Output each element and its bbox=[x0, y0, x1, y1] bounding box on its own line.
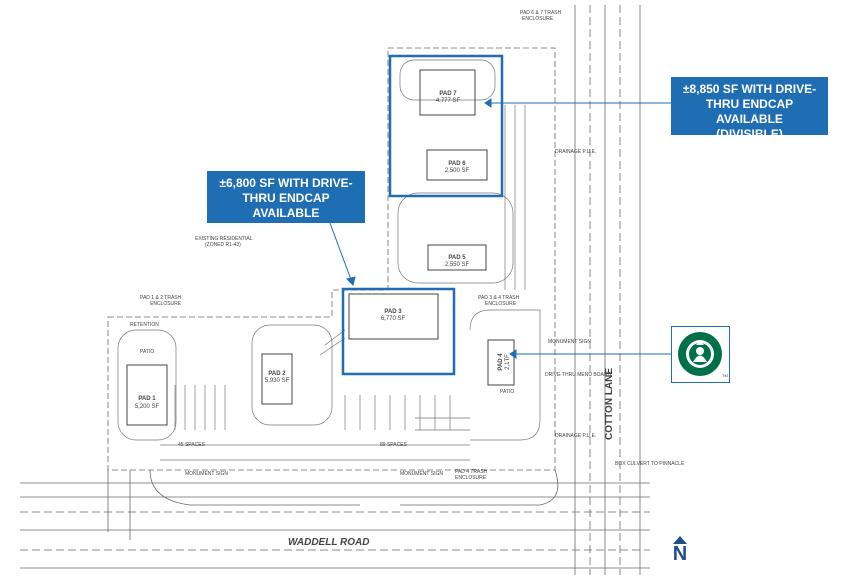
pad3-callout-line-2: THRU ENDCAP AVAILABLE bbox=[242, 191, 330, 220]
waddell-road-label: WADDELL ROAD bbox=[288, 537, 369, 548]
north-label: N bbox=[672, 543, 688, 565]
pad4-trash-enclosure: ENCLOSURE bbox=[455, 475, 487, 481]
pad6-sf: 2,500 SF bbox=[445, 168, 470, 174]
pad7-availability-callout: ±8,850 SF WITH DRIVE- THRU ENDCAP AVAILA… bbox=[671, 77, 828, 141]
retention-label: RETENTION bbox=[130, 322, 159, 328]
box-culvert-label: BOX CULVERT TO PINNACLE bbox=[615, 461, 685, 467]
pad-labels: PAD 1 5,200 SF PAD 2 5,930 SF PAD 3 6,77… bbox=[135, 91, 511, 410]
drainage-label-2: DRAINAGE P.U.E. bbox=[555, 433, 596, 439]
pad67-trash-label: PAD 6 & 7 TRASH bbox=[520, 10, 562, 16]
pad3-callout-line-1: ±6,800 SF WITH DRIVE- bbox=[219, 176, 353, 190]
pad3-name: PAD 3 bbox=[384, 309, 402, 315]
callout-leaders bbox=[329, 98, 671, 359]
parking-lines bbox=[117, 59, 541, 461]
pad7-callout-line-1: ±8,850 SF WITH DRIVE- bbox=[682, 82, 817, 96]
buildings bbox=[126, 69, 515, 426]
pad1-name: PAD 1 bbox=[138, 396, 156, 402]
pad5-name: PAD 5 bbox=[448, 255, 466, 261]
monument-sign-2: MONUMENT SIGN bbox=[400, 471, 443, 477]
patio-label-2: PATIO bbox=[500, 389, 514, 395]
highlight-boxes bbox=[341, 54, 504, 376]
drainage-label-1: DRAINAGE P.U.E. bbox=[555, 149, 596, 155]
pad3-sf: 6,770 SF bbox=[381, 316, 406, 322]
pad34-trash-enclosure: ENCLOSURE bbox=[485, 301, 517, 307]
pad7-highlight bbox=[388, 54, 504, 198]
pad3-highlight bbox=[341, 287, 456, 376]
pad34-trash-label: PAD 3 & 4 TRASH bbox=[478, 295, 520, 301]
starbucks-logo-icon: TM bbox=[678, 332, 728, 378]
existing-residential-label: EXISTING RESIDENTIAL bbox=[195, 236, 253, 242]
pad1-sf: 5,200 SF bbox=[135, 404, 160, 410]
zoning-label: (ZONED R1-43) bbox=[205, 242, 241, 248]
pad6-name: PAD 6 bbox=[448, 161, 466, 167]
pad2-name: PAD 2 bbox=[268, 371, 286, 377]
pad7-name: PAD 7 bbox=[439, 91, 457, 97]
pad3-callout-line-3: (DIVISIBLE) bbox=[252, 221, 320, 235]
site-linework bbox=[20, 5, 650, 575]
pad4-name: PAD 4 bbox=[498, 353, 504, 371]
spaces-45-label: 45 SPACES bbox=[178, 442, 206, 448]
pad4-trash-label: PAD 4 TRASH bbox=[455, 469, 488, 475]
monument-sign-3: MONUMENT SIGN bbox=[548, 339, 591, 345]
pad3-availability-callout: ±6,800 SF WITH DRIVE- THRU ENDCAP AVAILA… bbox=[207, 171, 365, 235]
pad7-callout-line-3: (DIVISIBLE) bbox=[716, 127, 783, 141]
pad7-sf: 4,777 SF bbox=[436, 98, 461, 104]
pad67-trash-enclosure: ENCLOSURE bbox=[522, 16, 554, 22]
north-arrow: N bbox=[668, 535, 692, 565]
pad4-sf: 2,1TF bbox=[505, 354, 511, 370]
pad2-sf: 5,930 SF bbox=[265, 378, 290, 384]
trademark-mark: TM bbox=[722, 373, 728, 378]
cotton-lane-label: COTTON LANE bbox=[604, 368, 615, 440]
spaces-89-label: 89 SPACES bbox=[380, 442, 408, 448]
monument-sign-1: MONUMENT SIGN bbox=[185, 471, 228, 477]
north-arrow-icon bbox=[673, 536, 687, 544]
annotations: EXISTING RESIDENTIAL (ZONED R1-43) RETEN… bbox=[130, 10, 685, 481]
pad5-sf: 2,550 SF bbox=[445, 262, 470, 268]
patio-label-1: PATIO bbox=[140, 349, 154, 355]
pad12-trash-enclosure: ENCLOSURE bbox=[150, 301, 182, 307]
pad7-callout-line-2: THRU ENDCAP AVAILABLE bbox=[705, 97, 794, 126]
pad12-trash-label: PAD 1 & 2 TRASH bbox=[140, 295, 182, 301]
starbucks-logo-box: TM bbox=[671, 326, 730, 383]
drive-thru-menu-label: DRIVE-THRU MENU BOARD bbox=[545, 372, 612, 378]
